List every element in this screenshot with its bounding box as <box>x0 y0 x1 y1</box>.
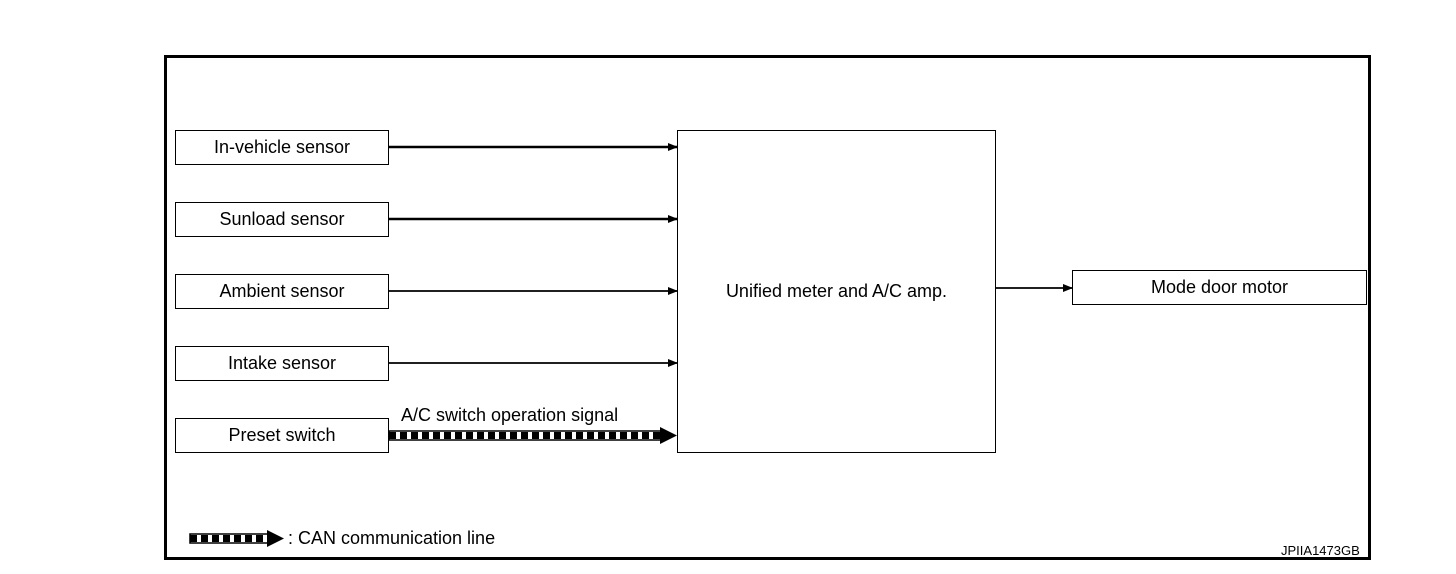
mode-door-motor-label: Mode door motor <box>1150 277 1289 297</box>
ac-switch-operation-signal-label: A/C switch operation signal <box>401 405 619 425</box>
diagram-frame <box>164 55 1371 560</box>
preset-switch-box: Preset switch <box>175 418 389 453</box>
in-vehicle-sensor-label: In-vehicle sensor <box>213 137 351 157</box>
mode-door-motor-box: Mode door motor <box>1072 270 1367 305</box>
intake-sensor-label: Intake sensor <box>227 353 337 373</box>
legend-text: : CAN communication line <box>288 528 496 548</box>
sunload-sensor-box: Sunload sensor <box>175 202 389 237</box>
ambient-sensor-label: Ambient sensor <box>219 281 345 301</box>
unified-meter-ac-amp-label: Unified meter and A/C amp. <box>725 281 948 301</box>
ambient-sensor-box: Ambient sensor <box>175 274 389 309</box>
can-line-preset-switch <box>388 427 677 444</box>
intake-sensor-box: Intake sensor <box>175 346 389 381</box>
preset-switch-label: Preset switch <box>228 425 336 445</box>
sunload-sensor-label: Sunload sensor <box>219 209 345 229</box>
unified-meter-ac-amp-box: Unified meter and A/C amp. <box>677 130 996 453</box>
diagram-code: JPIIA1473GB <box>1281 543 1360 558</box>
in-vehicle-sensor-box: In-vehicle sensor <box>175 130 389 165</box>
legend-can-line-icon <box>189 530 284 547</box>
